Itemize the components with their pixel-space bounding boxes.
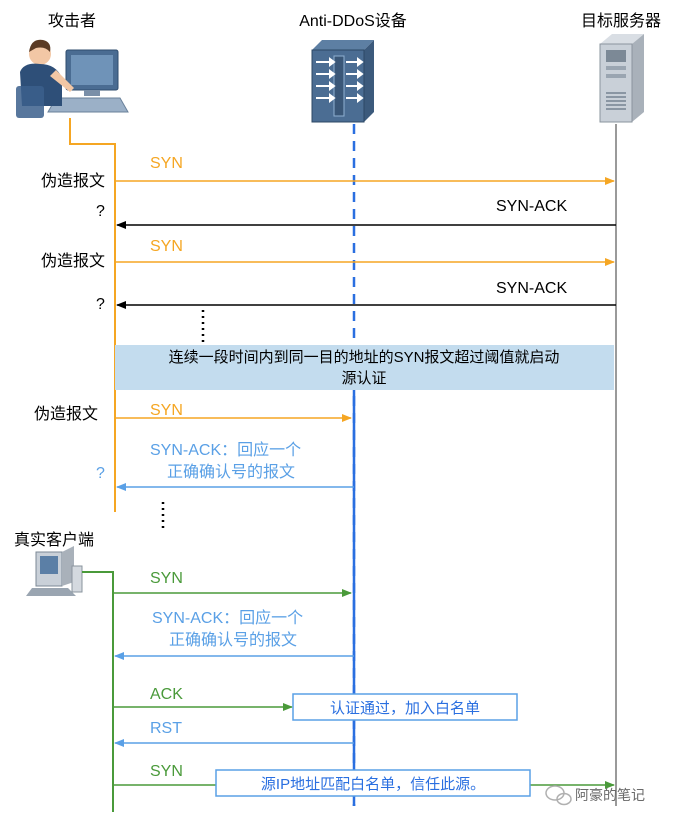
attacker-title: 攻击者 [48,12,96,30]
client-computer-icon [26,546,83,596]
syn-label-5: SYN [150,763,183,780]
rst-label: RST [150,720,182,737]
syn-label-1: SYN [150,155,183,172]
unknown-label-3: ? [96,465,105,482]
whitelist-match-box [215,769,531,797]
target-server-title: 目标服务器 [581,12,661,30]
server-icon [599,34,644,123]
ack-label: ACK [150,686,183,703]
real-client-title: 真实客户端 [14,531,94,549]
synack-label-1: SYN-ACK [496,198,567,215]
forged-label-1: 伪造报文 [41,172,105,190]
attacker-person-icon [16,39,129,118]
syn-label-2: SYN [150,238,183,255]
anti-ddos-title: Anti-DDoS设备 [299,12,407,30]
unknown-label-2: ? [96,296,105,313]
attacker-lifeline [69,118,116,512]
synack-label-3-line2: 正确确认号的报文 [167,463,295,481]
forged-label-3: 伪造报文 [34,405,98,423]
syn-label-3: SYN [150,402,183,419]
auth-passed-box [292,693,518,721]
client-lifeline [82,571,114,812]
banner-line-1: 连续一段时间内到同一目的地址的SYN报文超过阈值就启动 [169,349,560,366]
synack-label-4-line1: SYN-ACK：回应一个 [152,608,303,627]
syn-label-4: SYN [150,570,183,587]
unknown-label-1: ? [96,203,105,220]
banner-line-2: 源认证 [341,370,386,387]
watermark: 阿豪的笔记 [545,785,645,806]
anti-ddos-device-icon [311,40,374,123]
synack-label-3-line1: SYN-ACK：回应一个 [150,440,301,459]
whitelist-match-text: 源IP地址匹配白名单，信任此源。 [261,776,485,793]
forged-label-2: 伪造报文 [41,252,105,270]
threshold-banner [115,345,614,390]
synack-label-4-line2: 正确确认号的报文 [169,631,297,649]
synack-label-2: SYN-ACK [496,280,567,297]
auth-passed-text: 认证通过，加入白名单 [330,700,480,717]
watermark-text: 阿豪的笔记 [575,787,645,803]
